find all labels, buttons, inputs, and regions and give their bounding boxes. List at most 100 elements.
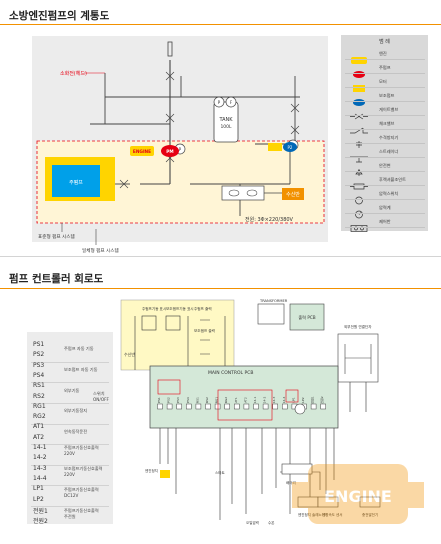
system-diagram-title: 소방엔진펌프의 계통도 xyxy=(9,10,110,22)
motor-icon xyxy=(347,78,371,92)
watermark-engine: ENGINE xyxy=(292,464,424,524)
legend-item-label: 압력계 xyxy=(379,205,391,210)
board-terminal-label: PS4 xyxy=(186,397,190,403)
legend-separator xyxy=(345,87,425,88)
legend-item-label: 모터 xyxy=(379,79,387,84)
terminal-separator xyxy=(31,464,109,466)
terminal-separator xyxy=(31,403,109,404)
board-terminal xyxy=(282,403,288,410)
legend-separator xyxy=(345,73,425,74)
flexible-joint-icon xyxy=(347,176,371,190)
term-desc-9: 주펌프기동신호출력 xyxy=(64,487,99,492)
main-control-board xyxy=(149,365,339,429)
pressure-switch-icon xyxy=(347,190,371,205)
top-label-3: 주펌프 출력 xyxy=(194,306,212,311)
terminal-code: PS4 xyxy=(33,371,45,379)
main-board-label: MAIN CONTROL PCB xyxy=(208,370,253,376)
terminal-code: 14-1 xyxy=(33,444,47,451)
terminal-code: AT2 xyxy=(33,433,45,441)
board-terminal-label: LP1 xyxy=(291,397,295,402)
legend-separator xyxy=(345,101,425,102)
legend-separator xyxy=(345,143,425,144)
terminal-code: RS2 xyxy=(33,392,45,400)
main-pump-icon xyxy=(347,64,371,78)
term-desc-7b: 220V xyxy=(64,451,75,456)
legend-item: 주펌프 xyxy=(345,63,425,78)
board-terminal xyxy=(272,403,278,410)
term-desc-8: 보조펌프기동신호출력 xyxy=(64,466,103,471)
legend-item-label: 안전변 xyxy=(379,163,391,168)
legend-item: 모터 xyxy=(345,77,425,92)
term-desc-6: 연속동작운전 xyxy=(64,429,88,434)
board-terminal-label: RG1 xyxy=(215,397,219,403)
control-panel-icon xyxy=(347,218,371,232)
board-terminal-label: AT1 xyxy=(234,397,238,403)
legend-item: 체크밸브 xyxy=(345,119,425,134)
terminal-code: LP2 xyxy=(33,495,44,503)
board-terminal-label: PS3 xyxy=(176,397,180,403)
board-terminal xyxy=(195,403,202,410)
term-desc-10: 주펌프기동신호출력 xyxy=(64,508,99,513)
term-desc-9b: DC12V xyxy=(64,493,79,498)
board-terminal xyxy=(262,403,269,410)
terminal-code: 14-4 xyxy=(33,474,47,482)
terminal-code: 전원1 xyxy=(33,507,48,515)
aux-pump-label: P2 xyxy=(288,145,293,150)
board-terminal-label: 14-2 xyxy=(263,397,267,404)
board-terminal xyxy=(176,403,182,410)
tank-gauge-f-label: F xyxy=(230,100,233,105)
terminal-separator xyxy=(31,506,109,507)
circuit-diagram-title: 펌프 컨트롤러 회로도 xyxy=(9,273,104,285)
term-desc-7: 주펌프기동신호출력 xyxy=(64,445,99,450)
circuit-diagram: 수신반 주펌프기동 표시 보조펌프기동 표시 주펌프 출력 보조펌프 출력 TR… xyxy=(120,299,424,525)
board-terminal-label: AT2 xyxy=(243,397,247,403)
terminal-code: AT1 xyxy=(33,423,45,431)
board-terminal xyxy=(224,403,230,410)
terminal-separator xyxy=(31,423,109,425)
engine-icon xyxy=(347,50,371,64)
board-terminal-label: PS2 xyxy=(167,397,171,403)
term-desc-2: 보조펌프 자동 기동 xyxy=(64,367,98,372)
term-desc-1: 주펌프 자동 기동 xyxy=(64,346,94,351)
water-hammer-arrester-icon xyxy=(347,134,371,148)
title-underline-2 xyxy=(0,288,441,289)
legend-item: 게이트밸브 xyxy=(345,105,425,120)
legend-separator xyxy=(345,185,425,186)
board-terminal-label: PS1 xyxy=(157,397,161,403)
term-desc-3: 외부기동 xyxy=(64,388,80,393)
legend-item: 안전변 xyxy=(345,161,425,176)
top-label-1: 주펌프기동 표시 xyxy=(142,306,166,311)
board-terminal xyxy=(253,403,259,410)
terminal-code: 14-3 xyxy=(33,464,47,472)
terminal-separator xyxy=(31,485,109,487)
terminal-code: RS1 xyxy=(33,382,45,390)
term-desc-4b: ON/OFF xyxy=(93,397,109,402)
strainer-icon xyxy=(347,148,371,163)
term-desc-10b: 주전원 xyxy=(64,514,76,519)
sprinkler-head xyxy=(167,41,173,57)
legend-item-label: 엔진 xyxy=(379,51,387,56)
power-label: 전원: 3Φ×220/380V xyxy=(245,216,294,223)
system-diagram: 주펌프 소화전(헤드) TANK 100L P F P P ENGINE PM … xyxy=(32,36,328,254)
watermark-label: ENGINE xyxy=(324,487,392,506)
section-divider xyxy=(0,256,441,257)
board-terminal-label: 14-1 xyxy=(253,397,257,404)
terminal-code: LP1 xyxy=(33,485,44,493)
output-pcb-label: 출력 PCB xyxy=(298,314,315,321)
water-tank xyxy=(52,165,100,197)
control-panel xyxy=(221,185,265,201)
terminal-separator xyxy=(31,361,109,363)
legend-item: 엔진 xyxy=(345,49,425,64)
legend-item-label: 압력스위치 xyxy=(379,191,399,196)
legend-title: 범 례 xyxy=(379,39,390,45)
board-terminal xyxy=(166,403,173,410)
board-terminal-label: RG2 xyxy=(224,397,228,403)
gate-valve-icon xyxy=(347,106,371,120)
gauge-p-label: P xyxy=(179,147,182,152)
legend-item-label: 수격방지기 xyxy=(379,135,399,140)
legend-separator xyxy=(345,115,425,116)
legend-item-label: 게이트밸브 xyxy=(379,107,399,112)
legend-item-label: 체크밸브 xyxy=(379,121,395,126)
legend-item-label: 보조펌프 xyxy=(379,93,395,98)
